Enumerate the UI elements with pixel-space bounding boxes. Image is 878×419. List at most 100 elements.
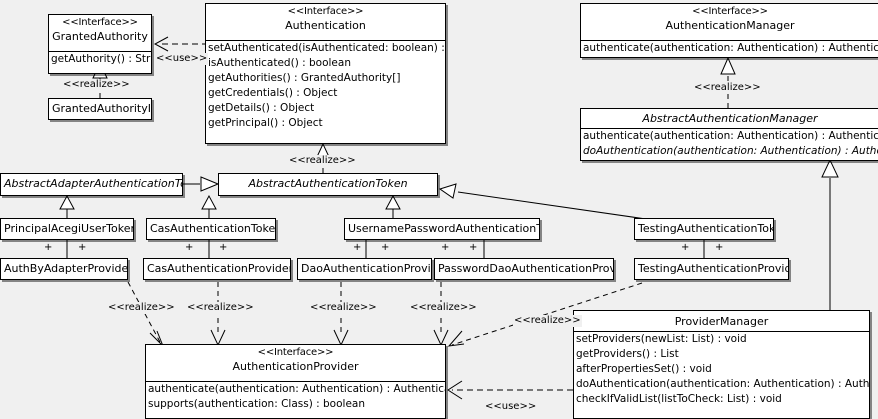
class-header-authentication-provider: <<Interface>> AuthenticationProvider bbox=[146, 345, 445, 382]
class-name-testing-authentication-token: TestingAuthenticationToken bbox=[638, 222, 773, 235]
relation-label-realize-cas-authentication-provider: <<realize>> bbox=[186, 302, 255, 314]
association-plus-mark: + bbox=[715, 242, 724, 253]
relation-label-realize-granted-authority-impl: <<realize>> bbox=[62, 79, 131, 91]
class-box-abstract-adapter-authentication-token[interactable]: AbstractAdapterAuthenticationToken bbox=[0, 173, 183, 196]
class-members-abstract-authentication-manager: authenticate(authentication: Authenticat… bbox=[581, 129, 878, 159]
member-get-authorities: getAuthorities() : GrantedAuthority[] bbox=[208, 72, 401, 84]
class-box-auth-by-adapter-provider[interactable]: AuthByAdapterProvider bbox=[0, 258, 128, 280]
class-header-principal-acegi-user-token: PrincipalAcegiUserToken bbox=[1, 219, 133, 239]
class-box-provider-manager[interactable]: ProviderManager setProviders(newList: Li… bbox=[573, 310, 870, 419]
class-header-granted-authority-impl: GrantedAuthorityImpl bbox=[49, 99, 151, 119]
class-box-cas-authentication-token[interactable]: CasAuthenticationToken bbox=[146, 218, 276, 240]
class-name-principal-acegi-user-token: PrincipalAcegiUserToken bbox=[4, 222, 133, 235]
class-box-cas-authentication-provider[interactable]: CasAuthenticationProvider bbox=[143, 258, 291, 280]
association-plus-mark: + bbox=[353, 242, 362, 253]
association-plus-mark: + bbox=[219, 242, 228, 253]
member-after-properties-set: afterPropertiesSet() : void bbox=[576, 363, 712, 375]
class-header-username-password-authentication-token: UsernamePasswordAuthenticationToken bbox=[345, 219, 539, 239]
member-get-providers: getProviders() : List bbox=[576, 348, 679, 360]
class-box-authentication[interactable]: <<Interface>> Authentication setAuthenti… bbox=[205, 3, 446, 144]
class-name-provider-manager: ProviderManager bbox=[674, 315, 769, 328]
member-authenticate: authenticate(authentication: Authenticat… bbox=[583, 42, 878, 54]
stereotype-interface: <<Interface>> bbox=[257, 347, 334, 358]
class-header-abstract-authentication-manager: AbstractAuthenticationManager bbox=[581, 109, 878, 129]
class-box-dao-authentication-provider[interactable]: DaoAuthenticationProvider bbox=[297, 258, 432, 280]
class-box-granted-authority-impl[interactable]: GrantedAuthorityImpl bbox=[48, 98, 152, 120]
class-box-testing-authentication-token[interactable]: TestingAuthenticationToken bbox=[634, 218, 774, 240]
class-header-cas-authentication-provider: CasAuthenticationProvider bbox=[144, 259, 290, 279]
association-plus-mark: + bbox=[441, 242, 450, 253]
association-plus-mark: + bbox=[681, 242, 690, 253]
class-members-provider-manager: setProviders(newList: List) : void getPr… bbox=[574, 332, 869, 407]
member-authenticate: authenticate(authentication: Authenticat… bbox=[148, 383, 445, 395]
class-box-username-password-authentication-token[interactable]: UsernamePasswordAuthenticationToken bbox=[344, 218, 540, 240]
class-name-abstract-authentication-token: AbstractAuthenticationToken bbox=[248, 177, 408, 190]
stereotype-interface: <<Interface>> bbox=[287, 6, 364, 17]
member-check-if-valid-list: checkIfValidList(listToCheck: List) : vo… bbox=[576, 393, 782, 405]
association-plus-mark: + bbox=[44, 242, 53, 253]
relation-label-use-provider-manager: <<use>> bbox=[484, 401, 538, 413]
class-header-password-dao-authentication-provider: PasswordDaoAuthenticationProvider bbox=[435, 259, 613, 279]
member-do-authentication: doAuthentication(authentication: Authent… bbox=[576, 378, 869, 390]
class-members-granted-authority: getAuthority() : String bbox=[49, 52, 151, 67]
relation-label-realize-abstract-authentication-manager: <<realize>> bbox=[693, 82, 762, 94]
class-box-testing-authentication-provider[interactable]: TestingAuthenticationProvider bbox=[634, 258, 789, 280]
relation-label-use-authentication-granted-authority: <<use>> bbox=[155, 53, 209, 65]
member-do-authentication: doAuthentication(authentication: Authent… bbox=[583, 145, 878, 157]
member-get-authority: getAuthority() : String bbox=[51, 53, 151, 65]
class-name-authentication-provider: AuthenticationProvider bbox=[232, 360, 359, 373]
class-members-authentication: setAuthenticated(isAuthenticated: boolea… bbox=[206, 41, 445, 131]
association-plus-mark: + bbox=[469, 242, 478, 253]
class-header-provider-manager: ProviderManager bbox=[574, 311, 869, 332]
class-header-abstract-authentication-token: AbstractAuthenticationToken bbox=[219, 174, 437, 195]
class-name-dao-authentication-provider: DaoAuthenticationProvider bbox=[301, 262, 431, 275]
class-box-authentication-manager[interactable]: <<Interface>> AuthenticationManager auth… bbox=[580, 3, 878, 58]
class-name-authentication: Authentication bbox=[285, 19, 366, 32]
class-header-auth-by-adapter-provider: AuthByAdapterProvider bbox=[1, 259, 127, 279]
class-header-authentication-manager: <<Interface>> AuthenticationManager bbox=[581, 4, 878, 41]
class-header-testing-authentication-token: TestingAuthenticationToken bbox=[635, 219, 773, 239]
member-set-providers: setProviders(newList: List) : void bbox=[576, 333, 747, 345]
class-name-authentication-manager: AuthenticationManager bbox=[665, 19, 795, 32]
class-name-auth-by-adapter-provider: AuthByAdapterProvider bbox=[4, 262, 127, 275]
class-box-abstract-authentication-token[interactable]: AbstractAuthenticationToken bbox=[218, 173, 438, 196]
member-is-authenticated: isAuthenticated() : boolean bbox=[208, 57, 351, 69]
association-plus-mark: + bbox=[381, 242, 390, 253]
class-name-cas-authentication-token: CasAuthenticationToken bbox=[150, 222, 275, 235]
class-name-granted-authority: GrantedAuthority bbox=[52, 30, 148, 43]
member-get-credentials: getCredentials() : Object bbox=[208, 87, 338, 99]
class-box-principal-acegi-user-token[interactable]: PrincipalAcegiUserToken bbox=[0, 218, 134, 240]
class-box-authentication-provider[interactable]: <<Interface>> AuthenticationProvider aut… bbox=[145, 344, 446, 419]
class-name-abstract-adapter-authentication-token: AbstractAdapterAuthenticationToken bbox=[4, 177, 182, 190]
class-name-testing-authentication-provider: TestingAuthenticationProvider bbox=[638, 262, 788, 275]
class-header-granted-authority: <<Interface>> GrantedAuthority bbox=[49, 15, 151, 52]
relation-label-realize-dao-authentication-provider: <<realize>> bbox=[309, 302, 378, 314]
class-box-granted-authority[interactable]: <<Interface>> GrantedAuthority getAuthor… bbox=[48, 14, 152, 74]
class-name-abstract-authentication-manager: AbstractAuthenticationManager bbox=[642, 112, 818, 125]
class-name-password-dao-authentication-provider: PasswordDaoAuthenticationProvider bbox=[438, 262, 613, 275]
association-plus-mark: + bbox=[78, 242, 87, 253]
member-set-authenticated: setAuthenticated(isAuthenticated: boolea… bbox=[208, 42, 445, 54]
class-header-authentication: <<Interface>> Authentication bbox=[206, 4, 445, 41]
member-authenticate: authenticate(authentication: Authenticat… bbox=[583, 130, 878, 142]
relation-label-realize-password-dao-authentication-provider: <<realize>> bbox=[409, 302, 478, 314]
member-get-principal: getPrincipal() : Object bbox=[208, 117, 323, 129]
stereotype-interface: <<Interface>> bbox=[62, 17, 138, 28]
member-get-details: getDetails() : Object bbox=[208, 102, 315, 114]
class-name-cas-authentication-provider: CasAuthenticationProvider bbox=[147, 262, 290, 275]
class-header-cas-authentication-token: CasAuthenticationToken bbox=[147, 219, 275, 239]
class-name-granted-authority-impl: GrantedAuthorityImpl bbox=[52, 102, 151, 115]
class-members-authentication-manager: authenticate(authentication: Authenticat… bbox=[581, 41, 878, 56]
class-box-abstract-authentication-manager[interactable]: AbstractAuthenticationManager authentica… bbox=[580, 108, 878, 161]
class-box-password-dao-authentication-provider[interactable]: PasswordDaoAuthenticationProvider bbox=[434, 258, 614, 280]
class-header-dao-authentication-provider: DaoAuthenticationProvider bbox=[298, 259, 431, 279]
relation-label-realize-testing-authentication-provider: <<realize>> bbox=[513, 315, 582, 327]
association-plus-mark: + bbox=[185, 242, 194, 253]
stereotype-interface: <<Interface>> bbox=[692, 6, 768, 17]
class-name-username-password-authentication-token: UsernamePasswordAuthenticationToken bbox=[348, 222, 539, 235]
class-header-testing-authentication-provider: TestingAuthenticationProvider bbox=[635, 259, 788, 279]
relation-label-realize-auth-by-adapter-provider: <<realize>> bbox=[107, 302, 176, 314]
relation-label-realize-abstract-authentication-token: <<realize>> bbox=[288, 155, 357, 167]
class-header-abstract-adapter-authentication-token: AbstractAdapterAuthenticationToken bbox=[1, 174, 182, 195]
